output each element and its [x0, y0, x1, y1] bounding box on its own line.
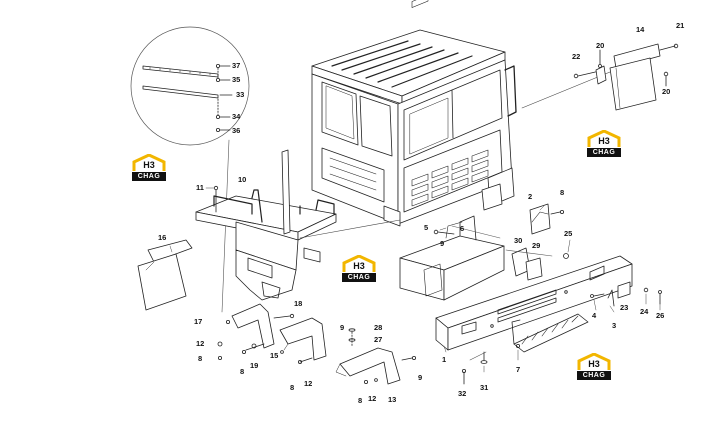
lower-brackets [217, 303, 416, 385]
brand-logo: H3 CHAG [577, 353, 611, 383]
part-label-12: 12 [368, 394, 377, 403]
step-plate [511, 313, 589, 353]
part-label-26: 26 [656, 311, 665, 320]
part-label-14: 14 [636, 25, 645, 34]
part-label-20: 20 [662, 87, 671, 96]
part-label-8: 8 [240, 367, 245, 376]
brand-logo: H3 CHAG [587, 130, 621, 160]
part-label-4: 4 [592, 311, 597, 320]
part-label-8: 8 [198, 354, 203, 363]
part-label-34: 34 [232, 112, 241, 121]
brand-logo: H3 CHAG [342, 255, 376, 285]
part-label-19: 19 [250, 361, 259, 370]
platform-assembly [137, 149, 337, 311]
part-label-8: 8 [290, 383, 295, 392]
mudguard-right-rear [573, 43, 679, 111]
part-label-18: 18 [294, 299, 303, 308]
part-label-31: 31 [480, 383, 489, 392]
part-label-3: 3 [612, 321, 617, 330]
bumper-bracket [529, 203, 565, 235]
detail-circle [130, 26, 250, 313]
part-label-2: 2 [528, 192, 533, 201]
part-label-24: 24 [640, 307, 649, 316]
part-label-12: 12 [196, 339, 205, 348]
logo-text: CHAG [132, 172, 166, 181]
part-label-11: 11 [196, 183, 204, 192]
logo-mark: H3 [588, 359, 600, 369]
house-logo-icon [577, 353, 611, 370]
part-label-9: 9 [340, 323, 345, 332]
part-label-15: 15 [270, 351, 279, 360]
logo-text: CHAG [587, 148, 621, 157]
part-label-21: 21 [676, 21, 685, 30]
part-label-9: 9 [418, 373, 423, 382]
leader-lines [169, 187, 661, 373]
part-label-23: 23 [620, 303, 629, 312]
part-label-17: 17 [194, 317, 203, 326]
part-label-5: 5 [424, 223, 429, 232]
logo-mark: H3 [143, 160, 155, 170]
part-label-32: 32 [458, 389, 467, 398]
mounting-bolts [461, 351, 488, 385]
part-label-1: 1 [442, 355, 447, 364]
house-logo-icon [132, 154, 166, 171]
part-label-10: 10 [238, 175, 247, 184]
part-label-6: 6 [460, 224, 465, 233]
part-label-36: 36 [232, 126, 241, 135]
cab [311, 0, 517, 227]
part-label-12: 12 [304, 379, 313, 388]
part-label-16: 16 [158, 233, 167, 242]
part-label-9: 9 [440, 239, 445, 248]
cab-frame-support [399, 215, 553, 301]
part-label-30: 30 [514, 236, 523, 245]
logo-mark: H3 [353, 261, 365, 271]
front-bumper [435, 253, 662, 351]
part-label-28: 28 [374, 323, 383, 332]
part-label-27: 27 [374, 335, 383, 344]
part-label-37: 37 [232, 61, 241, 70]
logo-mark: H3 [598, 136, 610, 146]
logo-text: CHAG [577, 371, 611, 380]
house-logo-icon [587, 130, 621, 147]
brand-logo: H3 CHAG [132, 154, 166, 184]
house-logo-icon [342, 255, 376, 272]
part-label-33: 33 [236, 90, 245, 99]
part-label-8: 8 [358, 396, 363, 405]
part-label-35: 35 [232, 75, 241, 84]
part-label-29: 29 [532, 241, 541, 250]
logo-text: CHAG [342, 273, 376, 282]
part-label-8: 8 [560, 188, 565, 197]
part-label-13: 13 [388, 395, 397, 404]
part-label-22: 22 [572, 52, 581, 61]
part-label-20: 20 [596, 41, 605, 50]
part-label-7: 7 [516, 365, 521, 374]
part-label-25: 25 [564, 229, 573, 238]
